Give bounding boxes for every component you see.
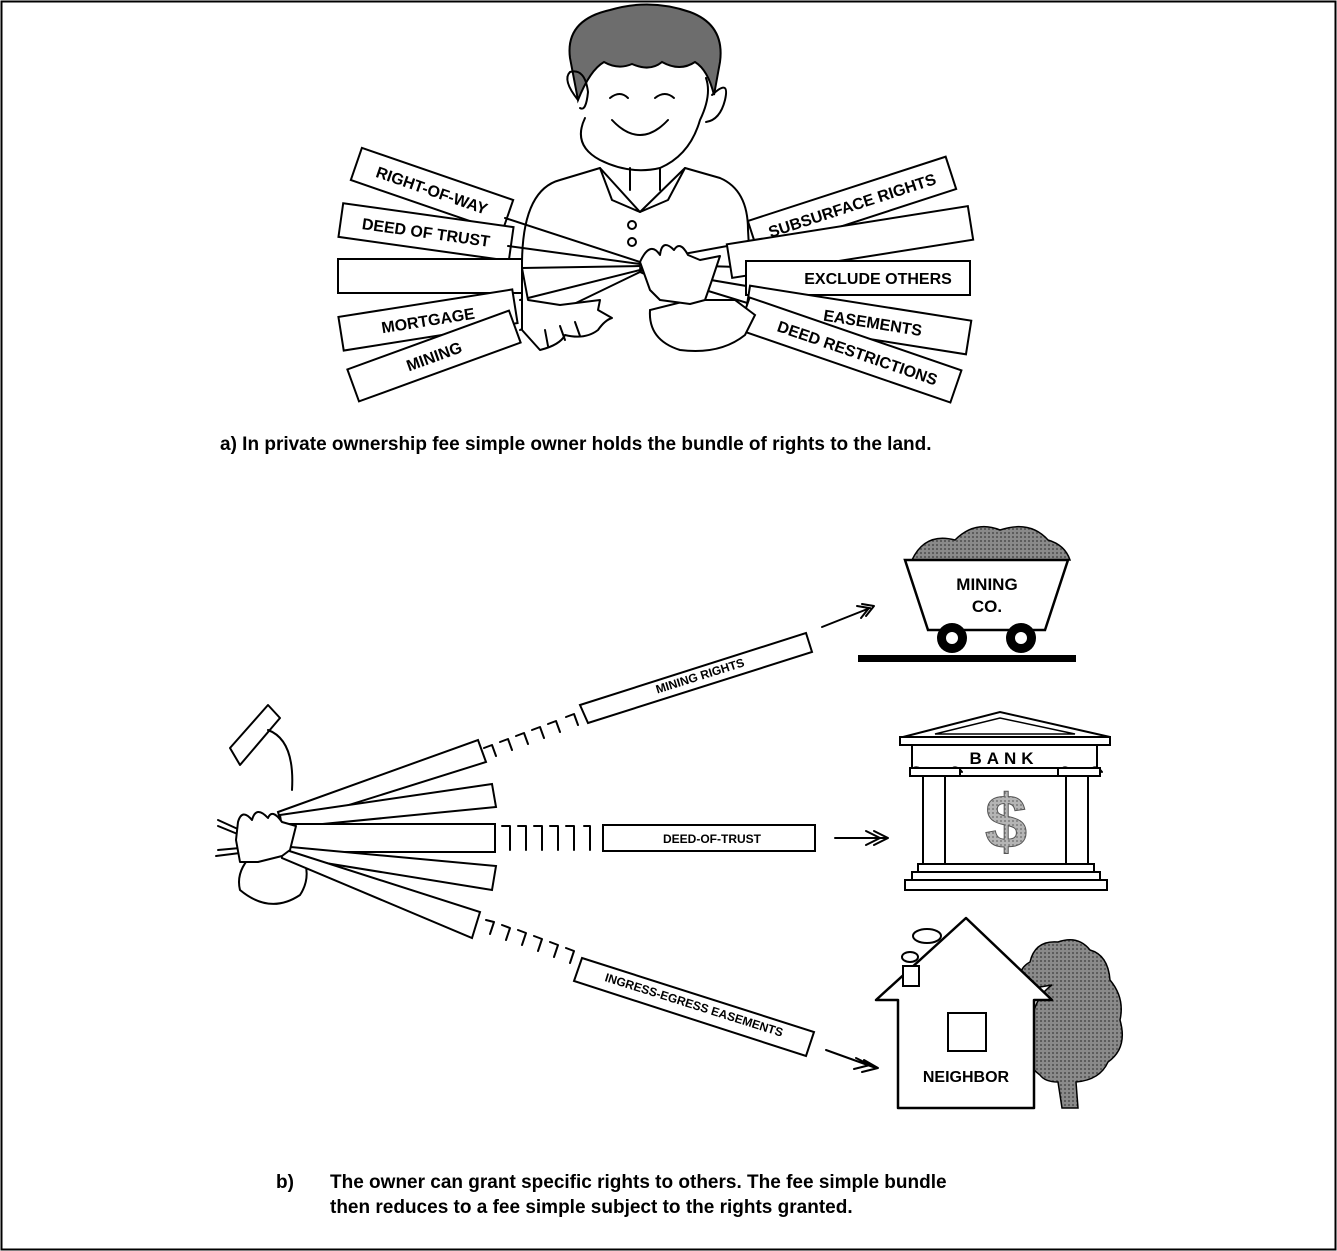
ingress-egress-label: INGRESS-EGRESS EASEMENTS — [603, 970, 785, 1039]
strip-label: EXCLUDE OTHERS — [804, 271, 952, 288]
panel-a: RIGHT-OF-WAY DEED OF TRUST MORTGAGE MINI… — [220, 4, 973, 455]
owner-fragment — [230, 705, 307, 904]
bank-name: BANK — [969, 749, 1038, 768]
grant-mining-rights: MINING RIGHTS — [484, 604, 874, 756]
owner-bundle-strips — [278, 740, 496, 938]
left-strips: RIGHT-OF-WAY DEED OF TRUST MORTGAGE MINI… — [338, 148, 522, 402]
neighbor-label: NEIGHBOR — [923, 1069, 1010, 1086]
neighbor-house: NEIGHBOR — [876, 918, 1122, 1108]
caption-a: a) In private ownership fee simple owner… — [220, 434, 932, 455]
caption-b-line2: then reduces to a fee simple subject to … — [330, 1197, 853, 1218]
mining-co-cart: MINING CO. — [858, 527, 1076, 662]
caption-b-marker: b) — [276, 1172, 294, 1193]
grant-ingress-egress: INGRESS-EGRESS EASEMENTS — [486, 920, 878, 1072]
mining-co-line2: CO. — [972, 597, 1002, 616]
dollar-sign: $ — [985, 780, 1027, 865]
right-strips: SUBSURFACE RIGHTS EXCLUDE OTHERS EASEMEN… — [727, 157, 973, 403]
owner-head — [567, 4, 726, 190]
mining-co-line1: MINING — [956, 575, 1017, 594]
bank-building: BANK $ — [900, 712, 1110, 890]
owner-torso — [522, 168, 750, 265]
grant-deed-of-trust: DEED-OF-TRUST — [502, 825, 888, 851]
deed-of-trust-label: DEED-OF-TRUST — [663, 832, 762, 846]
strip-blank-left — [338, 259, 522, 293]
panel-b: MINING RIGHTS DEED-OF-TRUST INGRESS-EGRE… — [216, 527, 1122, 1218]
caption-b-line1: The owner can grant specific rights to o… — [330, 1172, 947, 1193]
